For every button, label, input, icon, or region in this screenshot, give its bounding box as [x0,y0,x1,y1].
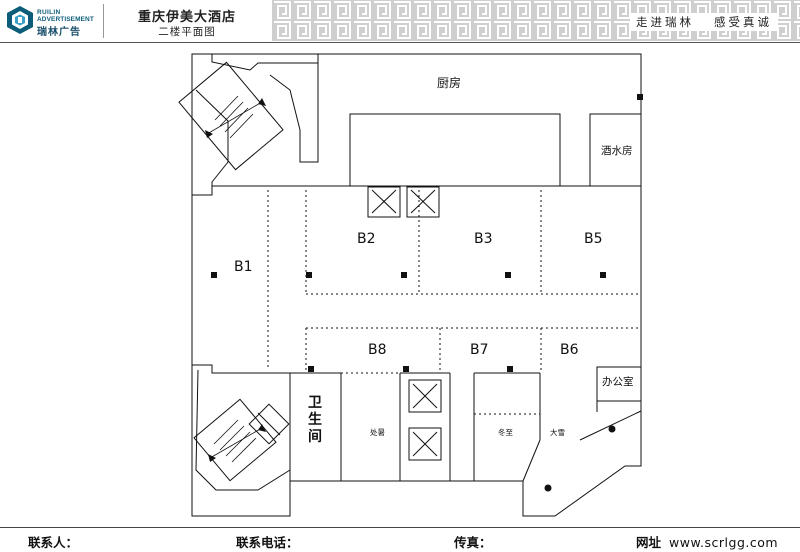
header-bar: RUILIN ADVERTISEMENT 瑞林广告 重庆伊美大酒店 二楼平面图 … [0,0,800,43]
room-label-b6: B6 [560,342,579,358]
phone-label: 联系电话： [236,535,299,550]
slogan-text: 走进瑞林 感受真诚 [630,13,778,31]
page-title: 重庆伊美大酒店 [137,10,236,25]
room-label-daxue: 大雪 [550,428,565,437]
room-label-bar: 酒水房 [601,145,633,157]
logo-text-chinese: 瑞林广告 [37,27,81,38]
logo-text-ruilin: RUILIN [37,9,61,16]
room-label-dongzhi: 冬至 [498,428,513,437]
footer-bar: 联系人： 联系电话： 传真： 网址 www.scrlgg.com [0,527,800,552]
room-label-b1: B1 [234,259,253,275]
company-logo: RUILIN ADVERTISEMENT 瑞林广告 [6,5,100,38]
website-link[interactable]: www.scrlgg.com [669,535,779,550]
room-label-b5: B5 [584,231,603,247]
room-label-b7: B7 [470,342,489,358]
header-divider [103,4,104,38]
website-field: 网址 www.scrlgg.com [636,532,778,551]
room-label-chushu: 处暑 [370,428,385,437]
room-label-b3: B3 [474,231,493,247]
room-label-restroom: 卫生间 [308,395,322,445]
logo-text-advertisement: ADVERTISEMENT [37,16,94,23]
floor-plan-drawing [178,53,643,517]
contact-label: 联系人： [28,535,79,550]
room-label-b2: B2 [357,231,376,247]
room-label-b8: B8 [368,342,387,358]
website-label: 网址 [636,535,662,550]
page-subtitle: 二楼平面图 [158,26,216,38]
fax-label: 传真： [454,535,492,550]
room-label-kitchen: 厨房 [437,76,462,90]
room-label-office: 办公室 [602,376,634,388]
logo-mark-icon [7,6,33,34]
floor-plan: 厨房 酒水房 B1 B2 B3 B5 B6 B7 B8 办公室 卫生间 处暑 冬… [0,43,800,527]
